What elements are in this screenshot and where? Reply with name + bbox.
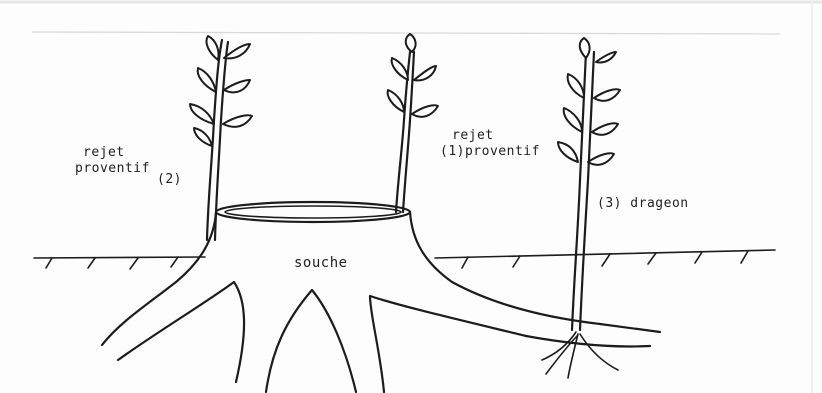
- label-rejet-right-line2: (1)proventif: [440, 144, 540, 160]
- label-rejet-left-line1: rejet: [75, 145, 150, 161]
- stump-cut-top: [216, 202, 410, 222]
- label-souche: souche: [294, 255, 348, 271]
- center-sprout: [388, 34, 438, 212]
- stump: [102, 202, 660, 345]
- roots: [118, 282, 650, 392]
- paper-fold-line: [32, 32, 780, 34]
- label-rejet-left-line2: proventif: [75, 161, 150, 177]
- label-drageon: (3) drageon: [597, 196, 689, 212]
- label-rejet-right: rejet (1)proventif: [440, 128, 540, 160]
- label-rejet-left: rejet proventif: [75, 145, 150, 177]
- label-rejet-right-line1: rejet: [440, 128, 540, 144]
- label-number-2: (2): [157, 172, 182, 188]
- ground-line: [34, 250, 775, 269]
- stump-cut-ring: [225, 206, 401, 218]
